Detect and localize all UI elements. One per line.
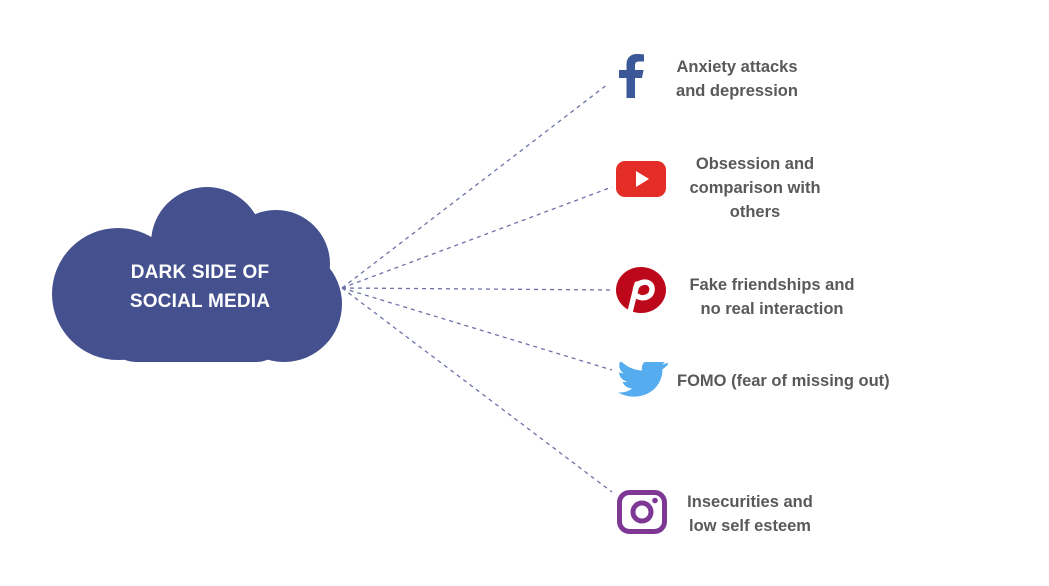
- cloud-shape: [52, 187, 342, 362]
- twitter-icon: [618, 362, 668, 397]
- label-youtube: Obsession and comparison with others: [680, 152, 830, 224]
- label-twitter-line-1: FOMO (fear of missing out): [677, 372, 890, 390]
- label-instagram-line-1: Insecurities and: [687, 493, 813, 511]
- label-pinterest: Fake friendships and no real interaction: [682, 273, 862, 321]
- facebook-icon: [619, 54, 644, 98]
- label-facebook-line-2: and depression: [676, 82, 798, 100]
- label-pinterest-line-1: Fake friendships and: [689, 276, 855, 294]
- label-twitter: FOMO (fear of missing out): [677, 369, 909, 393]
- pinterest-icon: [616, 267, 666, 314]
- connector-line-facebook: [341, 83, 609, 289]
- youtube-icon: [616, 161, 666, 197]
- label-youtube-line-2: comparison with: [689, 179, 821, 197]
- label-youtube-line-1: Obsession and: [695, 155, 815, 173]
- label-youtube-line-3: others: [729, 203, 781, 221]
- label-facebook: Anxiety attacks and depression: [668, 55, 806, 103]
- connector-line-pinterest: [341, 287, 613, 291]
- central-topic-line-2: SOCIAL MEDIA: [129, 291, 271, 312]
- connector-line-youtube: [341, 186, 613, 289]
- label-instagram: Insecurities and low self esteem: [680, 490, 820, 538]
- label-pinterest-line-2: no real interaction: [700, 300, 844, 318]
- connector-line-instagram: [341, 287, 613, 493]
- label-facebook-line-1: Anxiety attacks: [676, 58, 798, 76]
- label-instagram-line-2: low self esteem: [689, 517, 811, 535]
- central-topic-title: DARK SIDE OF SOCIAL MEDIA: [90, 258, 310, 316]
- central-topic-line-1: DARK SIDE OF: [130, 262, 270, 283]
- connector-line-twitter: [341, 287, 613, 371]
- instagram-icon: [617, 490, 667, 534]
